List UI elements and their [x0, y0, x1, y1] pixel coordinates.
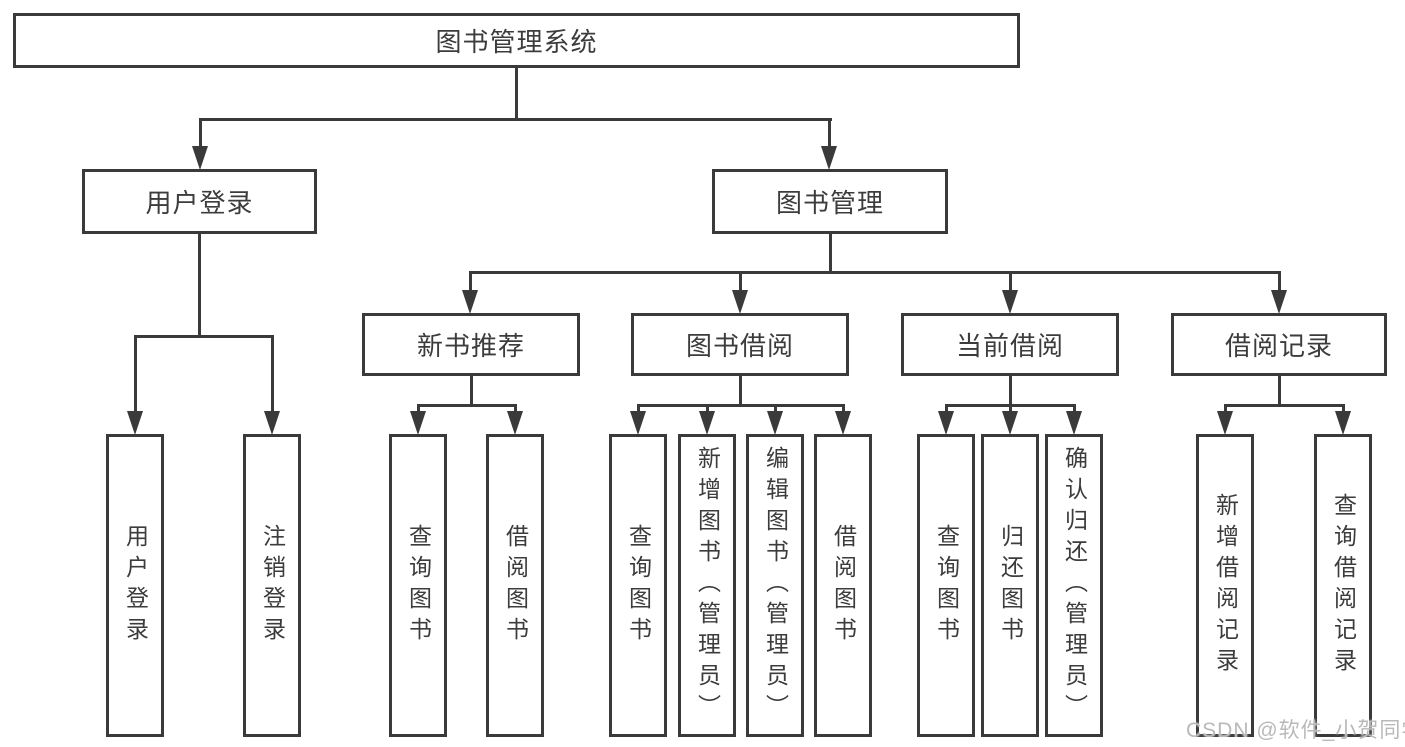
connector-line [198, 233, 201, 338]
node-label: 当前借阅 [955, 331, 1064, 361]
node-leaf-return-books: 归还图书 [981, 434, 1039, 737]
connector-line [469, 271, 1281, 274]
node-new-book-recommend: 新书推荐 [362, 313, 580, 376]
arrowhead-down-icon [835, 411, 851, 435]
connector-line [828, 118, 831, 147]
connector-line [417, 404, 516, 407]
node-user-login: 用户登录 [82, 169, 317, 234]
node-label: 编辑图书（管理员） [762, 446, 789, 725]
node-label: 用户登录 [145, 188, 254, 218]
arrowhead-down-icon [732, 290, 748, 314]
arrowhead-down-icon [1002, 411, 1018, 435]
connector-line [469, 271, 472, 293]
node-label: 图书借阅 [685, 331, 794, 361]
node-leaf-borrow-books-borrowing: 借阅图书 [814, 434, 872, 737]
node-leaf-borrow-books-recommend: 借阅图书 [486, 434, 544, 737]
connector-line [842, 404, 845, 413]
connector-line [271, 335, 274, 412]
node-label: 查询借阅记录 [1330, 492, 1357, 679]
node-book-management: 图书管理 [712, 169, 948, 234]
arrowhead-down-icon [1066, 411, 1082, 435]
node-label: 图书管理 [775, 188, 884, 218]
node-root: 图书管理系统 [13, 13, 1020, 68]
connector-line [199, 118, 202, 147]
connector-line [134, 335, 274, 338]
node-leaf-add-borrow-record: 新增借阅记录 [1196, 434, 1254, 737]
connector-line [470, 376, 473, 407]
arrowhead-down-icon [938, 411, 954, 435]
node-label: 借阅图书 [502, 523, 529, 648]
node-label: 图书管理系统 [435, 27, 598, 57]
node-label: 查询图书 [625, 523, 652, 648]
node-label: 借阅图书 [830, 523, 857, 648]
node-leaf-query-borrow-record: 查询借阅记录 [1314, 434, 1372, 737]
connector-line [945, 404, 948, 413]
node-leaf-query-books-recommend: 查询图书 [389, 434, 447, 737]
connector-line [515, 66, 518, 120]
watermark: CSDN @软件_小贺同学 [1186, 719, 1405, 742]
connector-line [739, 376, 742, 407]
node-current-borrowing: 当前借阅 [901, 313, 1119, 376]
connector-line [1224, 404, 1345, 407]
arrowhead-down-icon [127, 411, 143, 435]
node-label: 借阅记录 [1224, 331, 1333, 361]
arrowhead-down-icon [1335, 411, 1351, 435]
node-leaf-add-books: 新增图书（管理员） [678, 434, 736, 737]
connector-line [1278, 376, 1281, 407]
node-borrowing-records: 借阅记录 [1171, 313, 1387, 376]
connector-line [637, 404, 640, 413]
node-leaf-edit-books: 编辑图书（管理员） [746, 434, 804, 737]
connector-line [1009, 404, 1012, 413]
node-leaf-confirm-return: 确认归还（管理员） [1045, 434, 1103, 737]
node-leaf-user-login: 用户登录 [106, 434, 164, 737]
node-leaf-query-books-borrowing: 查询图书 [609, 434, 667, 737]
connector-line [1278, 271, 1281, 293]
connector-line [774, 404, 777, 413]
connector-line [1073, 404, 1076, 413]
connector-line [134, 335, 137, 412]
node-leaf-logout: 注销登录 [243, 434, 301, 737]
node-label: 新书推荐 [416, 331, 525, 361]
arrowhead-down-icon [507, 411, 523, 435]
arrowhead-down-icon [630, 411, 646, 435]
node-label: 新增图书（管理员） [694, 446, 721, 725]
node-book-borrowing: 图书借阅 [631, 313, 849, 376]
node-label: 用户登录 [122, 523, 149, 648]
connector-line [1009, 376, 1012, 407]
connector-line [739, 271, 742, 293]
arrowhead-down-icon [699, 411, 715, 435]
connector-line [1224, 404, 1227, 413]
arrowhead-down-icon [1002, 290, 1018, 314]
arrowhead-down-icon [264, 411, 280, 435]
connector-line [1009, 271, 1012, 293]
arrowhead-down-icon [821, 146, 837, 170]
arrowhead-down-icon [1217, 411, 1233, 435]
connector-line [1342, 404, 1345, 413]
connector-line [829, 233, 832, 274]
arrowhead-down-icon [192, 146, 208, 170]
node-label: 查询图书 [405, 523, 432, 648]
connector-line [199, 118, 832, 121]
arrowhead-down-icon [462, 290, 478, 314]
arrowhead-down-icon [1271, 290, 1287, 314]
node-label: 归还图书 [997, 523, 1024, 648]
arrowhead-down-icon [410, 411, 426, 435]
connector-line [706, 404, 709, 413]
node-leaf-query-books-current: 查询图书 [917, 434, 975, 737]
node-label: 注销登录 [259, 523, 286, 648]
connector-line [637, 404, 845, 407]
connector-line [417, 404, 420, 413]
node-label: 查询图书 [933, 523, 960, 648]
arrowhead-down-icon [767, 411, 783, 435]
node-label: 新增借阅记录 [1212, 492, 1239, 679]
node-label: 确认归还（管理员） [1061, 446, 1088, 725]
connector-line [514, 404, 517, 413]
